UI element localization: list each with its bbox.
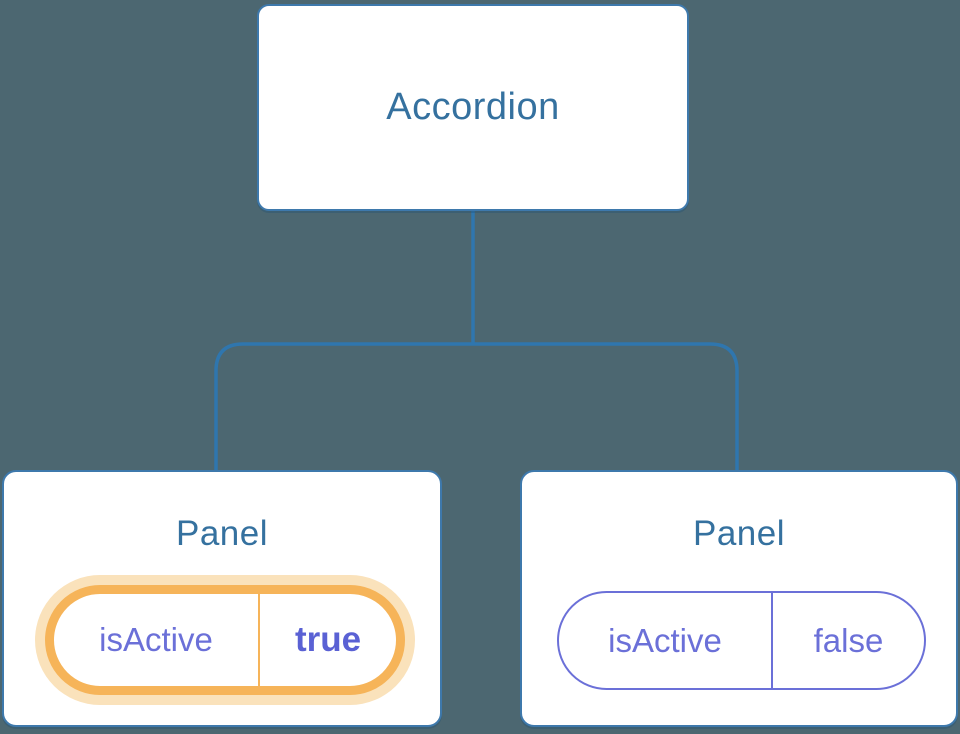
pill-divider <box>258 594 260 686</box>
connector-branch-to-panels <box>214 342 739 471</box>
state-name: isActive <box>99 621 213 658</box>
state-pill-active: isActive true <box>45 585 405 695</box>
state-value: true <box>294 620 362 659</box>
panel-title: Panel <box>175 514 269 553</box>
state-value: false <box>813 621 884 659</box>
pill-divider <box>771 593 773 688</box>
accordion-node: Accordion <box>257 4 689 211</box>
panel-title: Panel <box>692 514 786 553</box>
state-pill-inactive: isActive false <box>557 591 926 690</box>
panel-node-active: Panel isActive true <box>2 470 442 727</box>
state-name: isActive <box>608 621 722 659</box>
accordion-node-label: Accordion <box>386 86 560 128</box>
panel-node-inactive: Panel isActive false <box>520 470 958 727</box>
